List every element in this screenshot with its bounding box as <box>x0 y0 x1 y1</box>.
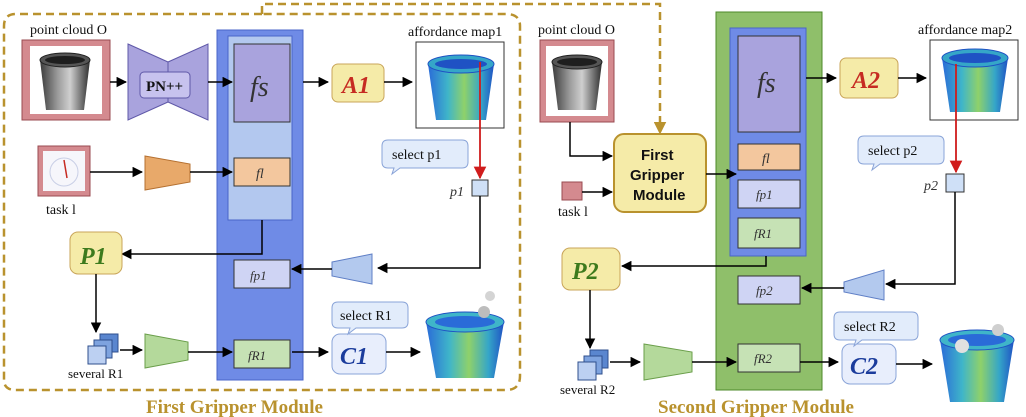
point-label-2: p2 <box>923 179 938 194</box>
p-label-1: P1 <box>79 244 107 270</box>
bucket-pointcloud-icon-2 <box>551 54 603 110</box>
point-cloud-label-2: point cloud O <box>538 23 615 38</box>
fp-label-1: fp1 <box>250 268 267 283</box>
fs-label-1: fs <box>250 72 269 103</box>
several-r-stack-2 <box>577 349 609 381</box>
fl-box-1 <box>233 157 291 187</box>
c-module-1 <box>331 333 387 375</box>
select-p-bubble-1: select p1 <box>381 139 469 176</box>
pn-label: PN++ <box>146 79 183 95</box>
first-gripper-line-3: Module <box>633 187 686 204</box>
point-box-1 <box>471 179 489 197</box>
several-label-2: several R2 <box>560 382 615 397</box>
fp-box-1 <box>233 259 291 289</box>
first-gripper-line-1: First <box>641 147 674 164</box>
fl-box-2 <box>737 143 801 171</box>
svg-text:select R1: select R1 <box>340 309 392 324</box>
bucket-with-gripper-icon-2 <box>939 324 1015 402</box>
p-label-2: P2 <box>571 259 599 285</box>
select-p-bubble-2: select p2 <box>857 135 945 172</box>
affordance-label-1: affordance map1 <box>408 25 502 40</box>
fs-box-2 <box>737 35 801 133</box>
fr-box-2 <box>737 343 801 373</box>
bucket-pointcloud-icon <box>39 52 91 110</box>
several-r-stack-1 <box>87 333 119 365</box>
a-label-2: A2 <box>850 68 880 94</box>
fp1-label-2: fp1 <box>756 187 773 202</box>
first-gripper-module-box <box>613 133 707 213</box>
first-gripper-line-2: Gripper <box>630 167 684 184</box>
fr-label-1: fR1 <box>248 348 266 363</box>
point-box-2 <box>945 173 965 193</box>
task-label-1: task l <box>46 203 76 218</box>
fp-label-2: fp2 <box>756 283 773 298</box>
fp-box-2 <box>737 275 801 305</box>
a-module-1 <box>331 63 385 103</box>
task-label-2: task l <box>558 205 588 220</box>
p-module-2 <box>561 247 621 291</box>
module1-title: First Gripper Module <box>146 397 323 417</box>
affordance-label-2: affordance map2 <box>918 23 1012 38</box>
a-label-1: A1 <box>340 73 370 99</box>
fr-box-1 <box>233 339 291 369</box>
r-mlp-1 <box>144 333 189 369</box>
fr-label-2: fR2 <box>754 351 773 366</box>
module1-dashed-border <box>2 2 662 392</box>
point-mlp-2 <box>843 269 885 301</box>
fl-label-2: fl <box>762 152 770 167</box>
c-label-2: C2 <box>850 354 878 380</box>
task-image-icon <box>49 157 79 187</box>
module2-title: Second Gripper Module <box>658 397 854 417</box>
fs-box-1 <box>233 43 291 123</box>
task-mlp-1 <box>144 155 191 191</box>
point-cloud-label-1: point cloud O <box>30 23 107 38</box>
select-r-bubble-2: select R2 <box>833 311 919 348</box>
fl-label-1: fl <box>256 167 264 182</box>
r-mlp-2 <box>643 343 693 381</box>
point-mlp-1 <box>331 253 373 285</box>
task-image-frame-2 <box>561 181 583 201</box>
svg-text:select p1: select p1 <box>392 148 441 163</box>
several-label-1: several R1 <box>68 366 123 381</box>
fr1-box-2 <box>737 217 801 249</box>
fr1-label-2: fR1 <box>754 226 772 241</box>
select-r-bubble-1: select R1 <box>331 301 409 336</box>
pn-encoder-1: PN++ <box>127 43 209 121</box>
fs-label-2: fs <box>757 68 776 99</box>
bucket-with-gripper-icon-1 <box>425 291 505 378</box>
svg-text:select R2: select R2 <box>844 320 896 335</box>
point-label-1: p1 <box>449 185 464 200</box>
svg-text:select p2: select p2 <box>868 144 917 159</box>
bucket-heatmap-icon <box>427 54 495 120</box>
fp1-box-2 <box>737 179 801 209</box>
c-label-1: C1 <box>340 344 368 370</box>
bucket-heatmap-icon-2 <box>941 48 1009 112</box>
